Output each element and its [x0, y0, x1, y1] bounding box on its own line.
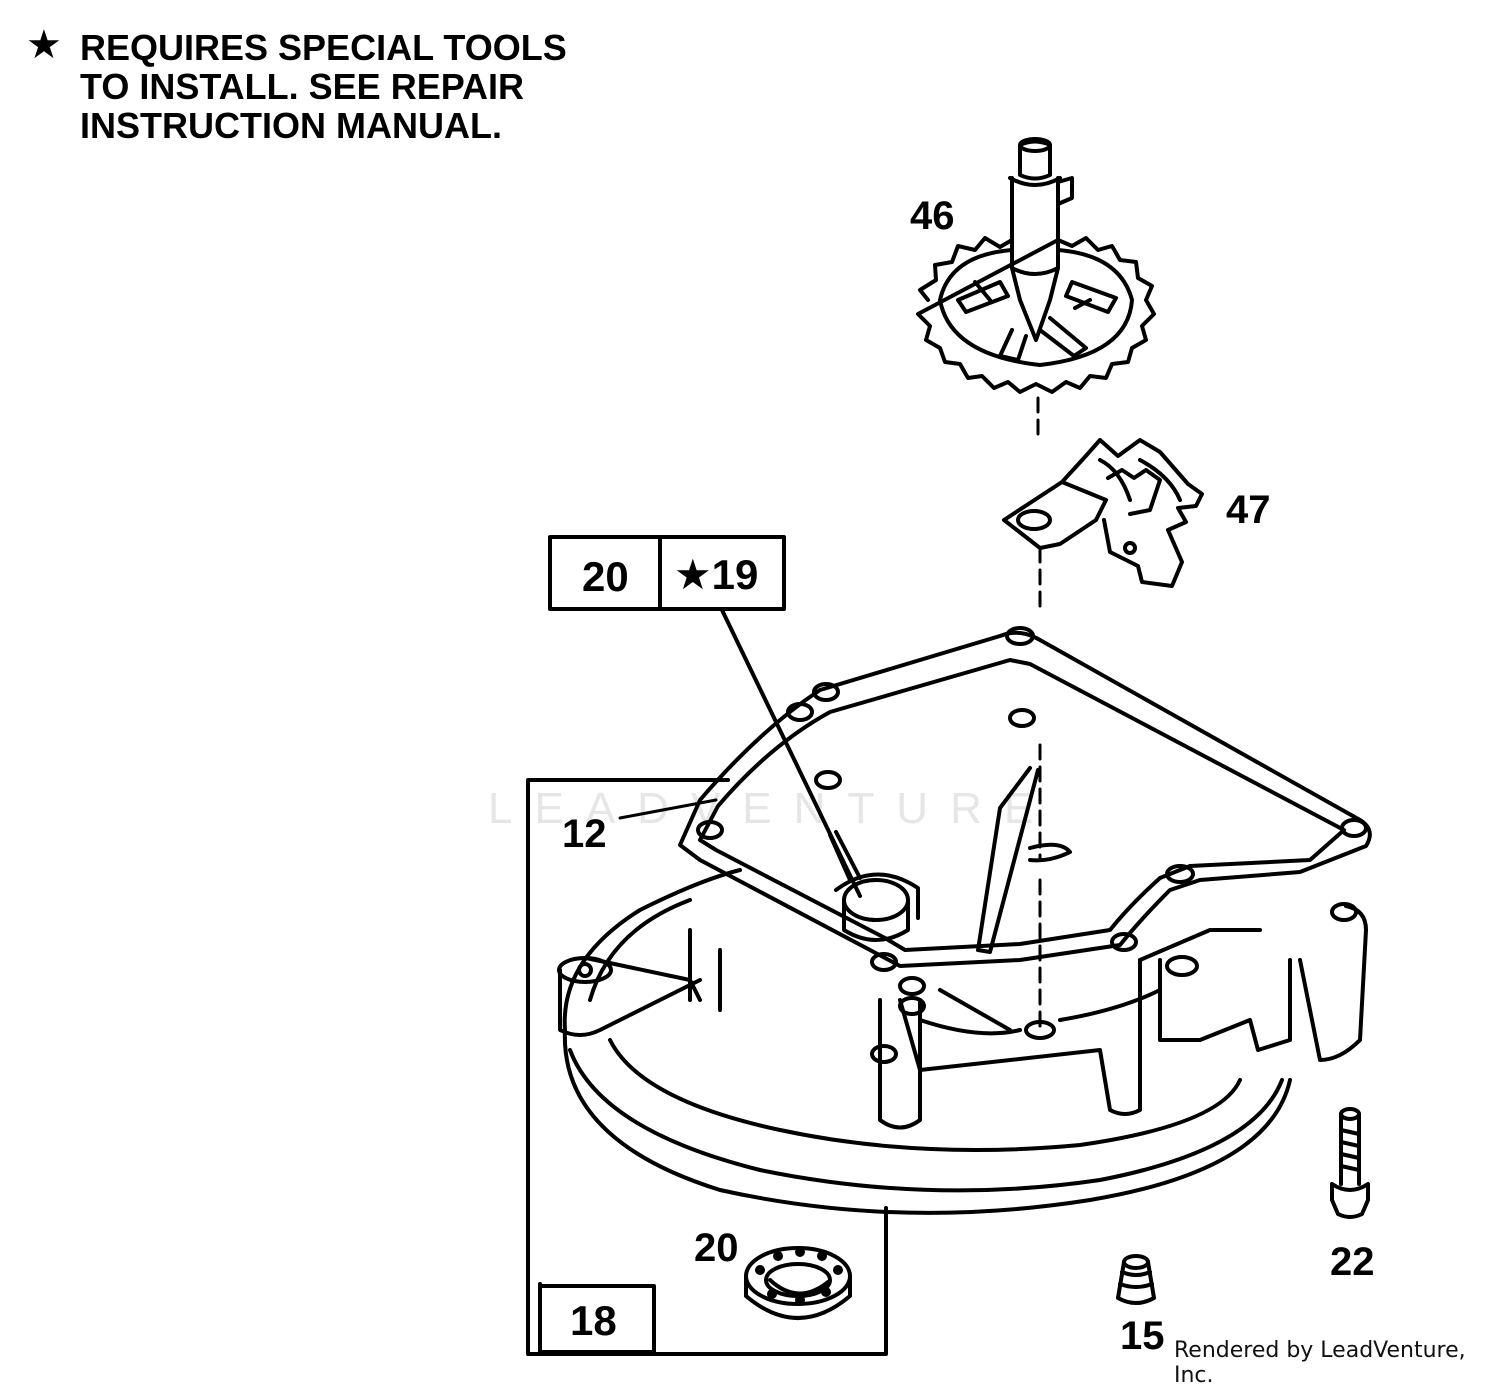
callout-15: 15 — [1120, 1314, 1165, 1358]
callout-box-19: ★19 — [674, 551, 759, 598]
watermark-text: LEADVENTURE — [488, 784, 1056, 833]
note-line-3: INSTRUCTION MANUAL. — [80, 105, 502, 146]
callout-18: 18 — [570, 1297, 617, 1344]
callout-47: 47 — [1226, 488, 1271, 532]
render-credit: Rendered by LeadVenture, Inc. — [1174, 1338, 1466, 1388]
bolt-22 — [1330, 1107, 1370, 1219]
oil-seal-20 — [744, 1246, 852, 1320]
note-line-2: TO INSTALL. SEE REPAIR — [80, 66, 525, 107]
drain-plug-15 — [1116, 1254, 1156, 1305]
governor-assembly-47 — [1002, 438, 1204, 612]
sump-12 — [557, 626, 1372, 1215]
special-tools-star-icon: ★ — [26, 23, 62, 67]
note-line-1: REQUIRES SPECIAL TOOLS — [80, 27, 567, 68]
governor-gear-46 — [916, 137, 1156, 438]
callout-46: 46 — [910, 194, 955, 238]
callout-20: 20 — [694, 1226, 739, 1270]
callout-22: 22 — [1330, 1240, 1375, 1284]
callout-12: 12 — [562, 812, 607, 856]
special-tools-note: REQUIRES SPECIAL TOOLS TO INSTALL. SEE R… — [80, 28, 567, 145]
callout-box-20: 20 — [582, 553, 629, 600]
